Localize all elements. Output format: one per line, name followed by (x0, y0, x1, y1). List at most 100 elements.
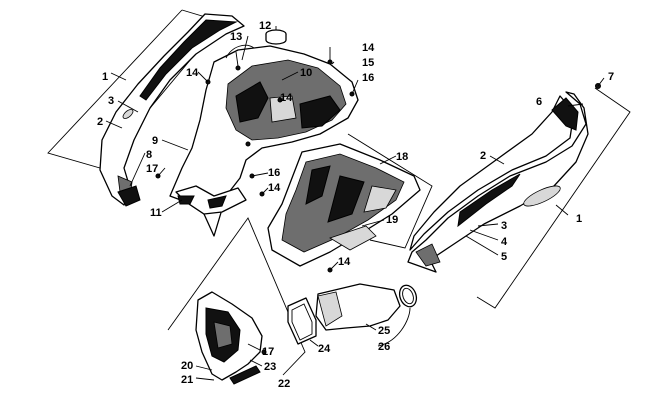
duct-mouth (317, 291, 343, 327)
callout-17-lower: 17 (262, 346, 274, 358)
leader-9 (161, 139, 189, 151)
left-panel-trim-stripe (139, 19, 238, 101)
callout-24: 24 (318, 343, 331, 355)
leader-4 (469, 229, 499, 241)
hood-center-vent (269, 95, 297, 123)
leader-24 (309, 339, 319, 347)
leader-2-right (489, 155, 505, 165)
callout-22: 22 (278, 378, 290, 390)
callout-16-right: 16 (362, 72, 374, 84)
leader-13 (241, 35, 249, 61)
leader-15 (331, 61, 335, 65)
callout-14-top: 14 (186, 67, 199, 79)
leader-8 (129, 152, 146, 187)
leader-23 (249, 359, 263, 367)
callout-20: 20 (181, 360, 193, 372)
right-panel-stripe (457, 173, 521, 228)
callout-2-left: 2 (97, 116, 103, 128)
callout-labels: 1 1 2 2 3 3 4 5 6 7 8 9 10 11 12 13 14 1… (97, 20, 614, 390)
lower-vent-panel (195, 291, 267, 385)
leader-26 (377, 307, 411, 347)
callout-11: 11 (150, 207, 162, 219)
duct-clamp-inner (402, 287, 414, 305)
leader-16-right (351, 79, 359, 95)
callout-21: 21 (181, 374, 193, 386)
leader-3-left (117, 100, 139, 113)
leader-5 (465, 235, 499, 256)
leader-lines (105, 26, 605, 381)
hood-fastener-a (235, 65, 241, 71)
callout-14-mid: 14 (268, 182, 281, 194)
left-panel-badge (122, 109, 134, 119)
leader-20 (195, 365, 213, 371)
leader-14-top (197, 71, 209, 83)
leader-7 (597, 77, 605, 87)
hood-fastener-b (245, 141, 251, 147)
callout-3-right: 3 (501, 220, 507, 232)
callout-5: 5 (501, 251, 507, 263)
right-panel-face (409, 95, 575, 251)
leader-11 (161, 199, 183, 213)
callout-19: 19 (386, 214, 398, 226)
right-side-panel-body (407, 91, 589, 273)
left-side-panel (99, 13, 245, 207)
callout-15: 15 (362, 57, 374, 69)
air-box-intake-opening (363, 185, 397, 213)
hood-lower-slot-2 (207, 195, 227, 209)
lower-vent-insert (213, 321, 233, 349)
leader-1-right (555, 204, 569, 216)
air-box (267, 143, 421, 273)
leader-16-mid (251, 172, 269, 177)
leader-25 (365, 323, 377, 331)
leader-14-box (329, 261, 339, 271)
hood-headlight-right (299, 95, 341, 129)
duct-clamp (398, 284, 418, 308)
leader-1-left (110, 72, 127, 81)
intake-duct (287, 283, 418, 345)
fill-cap-body (265, 34, 287, 45)
callout-3-left: 3 (108, 95, 114, 107)
hood-wiring-harness (225, 44, 255, 67)
callout-6: 6 (536, 96, 542, 108)
callout-9: 9 (152, 135, 158, 147)
callout-10: 10 (300, 67, 312, 79)
duct-seal-inner (291, 303, 313, 341)
frame-air-box (347, 133, 433, 249)
leader-17-left (157, 167, 166, 177)
callout-14-hood: 14 (280, 92, 293, 104)
callout-1-left: 1 (102, 71, 108, 83)
right-side-panel (407, 83, 601, 273)
left-panel-foot (117, 185, 141, 207)
frame-lower-vent (167, 217, 306, 376)
callout-14-right: 14 (362, 42, 375, 54)
duct-seal-ring (287, 297, 317, 345)
air-box-inner-rib-2 (327, 175, 365, 223)
callout-7: 7 (608, 71, 614, 83)
callout-14-box: 14 (338, 256, 351, 268)
callout-2-right: 2 (480, 150, 486, 162)
callout-13: 13 (230, 31, 242, 43)
callout-25: 25 (378, 325, 390, 337)
right-panel-lower-accent (415, 243, 441, 267)
callout-26: 26 (378, 341, 390, 353)
leader-17-lower (247, 343, 261, 351)
callout-1-right: 1 (576, 213, 582, 225)
air-box-foam-pad (329, 225, 377, 251)
callout-12: 12 (259, 20, 271, 32)
fill-cap (265, 29, 287, 45)
leader-21 (195, 377, 215, 381)
right-panel-decal (523, 185, 561, 207)
right-panel-upper-trim (551, 97, 579, 131)
lower-vent-strip (229, 365, 261, 385)
leader-6 (567, 103, 584, 107)
callout-23: 23 (264, 361, 276, 373)
hood-assembly (169, 44, 359, 237)
callout-4: 4 (501, 236, 508, 248)
leader-18 (379, 155, 397, 165)
leader-14-hood (279, 97, 285, 101)
leader-2-left (105, 120, 123, 129)
leader-19 (361, 219, 385, 227)
callout-17-left: 17 (146, 163, 158, 175)
hood-headlight-left (235, 81, 269, 123)
